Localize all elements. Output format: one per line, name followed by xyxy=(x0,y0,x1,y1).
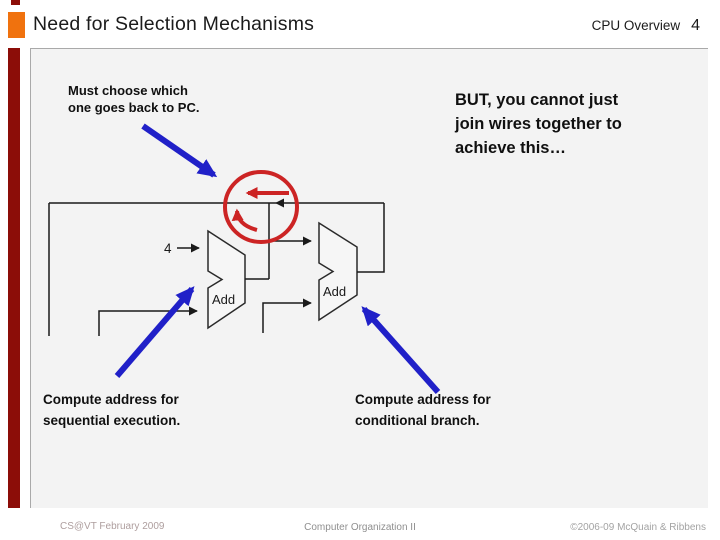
footer-course-date: CS@VT February 2009 xyxy=(60,521,165,532)
note-branch-line1: Compute address for xyxy=(355,392,491,407)
footer-course-title: Computer Organization II xyxy=(304,522,416,533)
note-cannot-join-line1: BUT, you cannot just xyxy=(455,91,619,109)
footer-copyright: ©2006-09 McQuain & Ribbens xyxy=(570,522,706,533)
note-must-choose: Must choose which one goes back to PC. xyxy=(68,82,199,116)
note-branch-address: Compute address for conditional branch. xyxy=(355,389,491,431)
note-must-choose-line2: one goes back to PC. xyxy=(68,100,200,115)
header-context-label: CPU Overview xyxy=(591,18,681,33)
note-sequential-address: Compute address for sequential execution… xyxy=(43,389,180,431)
note-sequential-line1: Compute address for xyxy=(43,392,179,407)
page-title: Need for Selection Mechanisms xyxy=(33,13,315,35)
note-branch-line2: conditional branch. xyxy=(355,413,480,428)
note-cannot-join-line3: achieve this… xyxy=(455,139,566,157)
orange-accent-square xyxy=(8,12,25,38)
top-red-sliver xyxy=(11,0,20,5)
slide-number: 4 xyxy=(691,17,700,34)
note-cannot-join-wires: BUT, you cannot just join wires together… xyxy=(455,88,622,160)
left-maroon-bar xyxy=(8,48,20,508)
header-context-group: CPU Overview 4 xyxy=(592,17,700,35)
note-cannot-join-line2: join wires together to xyxy=(455,115,622,133)
note-must-choose-line1: Must choose which xyxy=(68,83,188,98)
note-sequential-line2: sequential execution. xyxy=(43,413,181,428)
